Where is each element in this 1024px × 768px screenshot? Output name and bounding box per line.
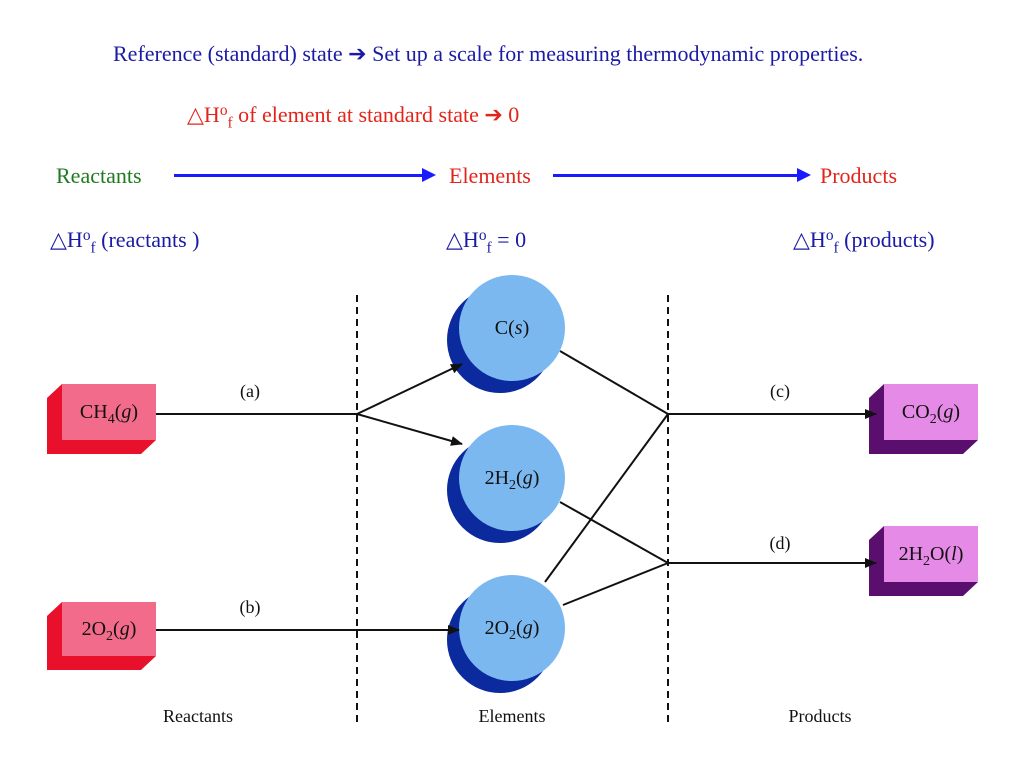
flow-products: Products bbox=[820, 163, 897, 188]
element-circle-o2 bbox=[447, 575, 565, 693]
product-box-co2 bbox=[869, 384, 978, 454]
arrow-right-icon: ➔ bbox=[484, 102, 503, 127]
h2-to-right bbox=[559, 501, 669, 564]
product-label-h2o: 2H2O(l) bbox=[898, 543, 964, 569]
header-line-1-part-a: Reference (standard) state bbox=[113, 41, 343, 66]
delta-h-symbol: △H bbox=[187, 102, 220, 127]
element-label-c: C(s) bbox=[494, 317, 530, 339]
path-to-c bbox=[356, 363, 463, 415]
element-label-h2: 2H2(g) bbox=[484, 467, 540, 493]
enthalpy-products: △Hof (products) bbox=[793, 227, 935, 257]
reactant-box-ch4 bbox=[47, 384, 156, 454]
reactant-box-o2 bbox=[47, 602, 156, 670]
element-circle-h2 bbox=[447, 425, 565, 543]
enthalpy-reactants: △Hof (reactants ) bbox=[50, 227, 200, 257]
o2-to-right-top bbox=[544, 413, 669, 583]
flow-arrow-2-head-icon bbox=[797, 168, 811, 182]
path-label-a: (a) bbox=[240, 381, 260, 401]
element-label-o2: 2O2(g) bbox=[484, 617, 540, 643]
product-label-co2: CO2(g) bbox=[901, 401, 961, 427]
header-line-1: Reference (standard) state ➔ Set up a sc… bbox=[113, 43, 863, 65]
header-line-2: △Hof of element at standard state ➔ 0 bbox=[187, 102, 520, 131]
arrow-right-icon: ➔ bbox=[348, 41, 367, 66]
column-label-products: Products bbox=[788, 706, 852, 726]
product-box-h2o bbox=[869, 526, 978, 596]
header-line-2-value: 0 bbox=[508, 102, 520, 127]
element-circle-c bbox=[447, 275, 565, 393]
flow-reactants: Reactants bbox=[56, 163, 142, 188]
column-label-elements: Elements bbox=[478, 706, 546, 726]
path-label-c: (c) bbox=[770, 381, 790, 401]
flow-elements: Elements bbox=[449, 163, 531, 188]
enthalpy-elements: △Hof = 0 bbox=[446, 227, 527, 257]
reactant-label-o2: 2O2(g) bbox=[81, 618, 137, 644]
formation-subscript: f bbox=[227, 114, 233, 132]
flow-arrow-2-line bbox=[553, 174, 799, 177]
c-to-right bbox=[559, 350, 669, 415]
flow-arrow-1-line bbox=[174, 174, 424, 177]
path-to-h2 bbox=[356, 413, 463, 446]
reactant-label-ch4: CH4(g) bbox=[79, 401, 139, 427]
header-line-2-text: of element at standard state bbox=[238, 102, 479, 127]
flow-arrow-1-head-icon bbox=[422, 168, 436, 182]
o2-to-right-bottom bbox=[562, 562, 669, 606]
path-label-b: (b) bbox=[239, 597, 261, 617]
column-label-reactants: Reactants bbox=[163, 706, 233, 726]
header-line-1-part-b: Set up a scale for measuring thermodynam… bbox=[372, 41, 864, 66]
standard-superscript: o bbox=[219, 102, 228, 120]
path-label-d: (d) bbox=[769, 533, 791, 553]
